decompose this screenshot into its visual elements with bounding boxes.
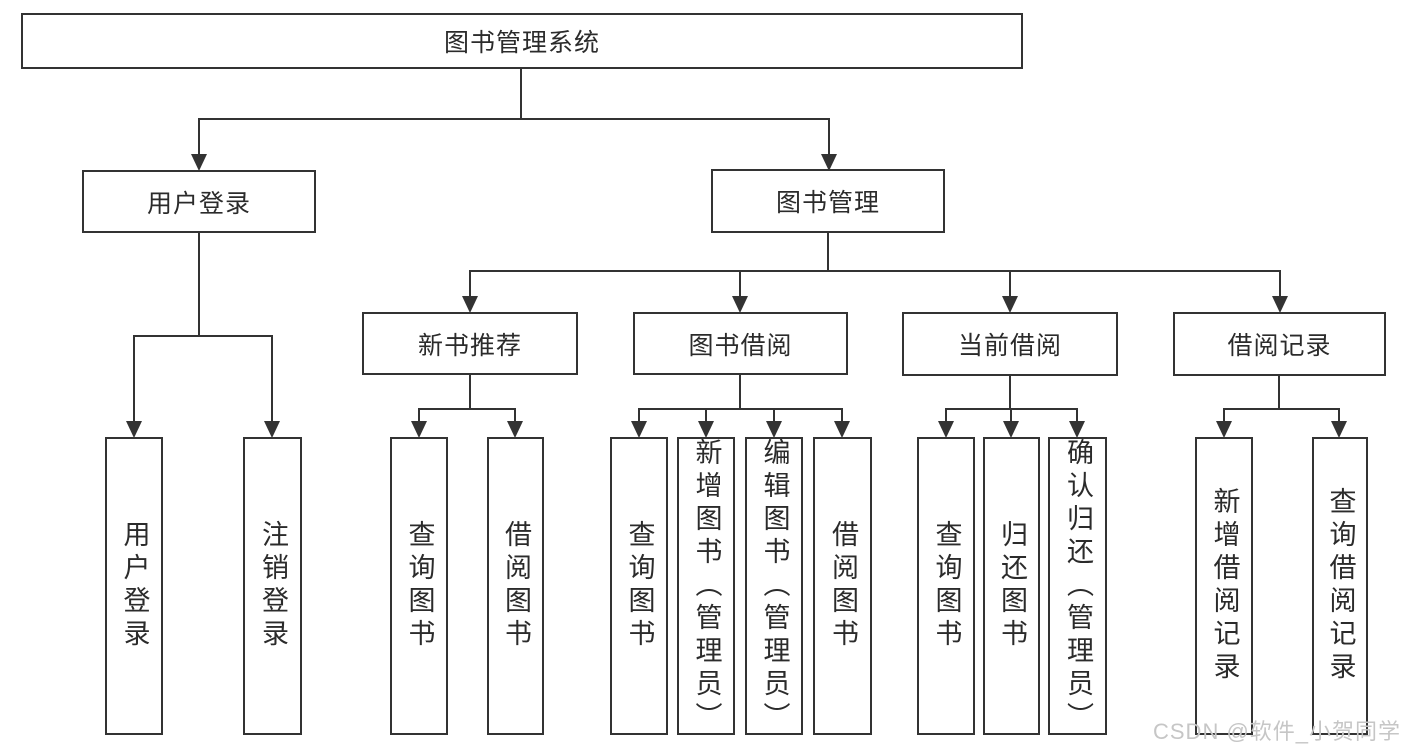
down-arrowhead (834, 421, 850, 438)
leaf-label: 借阅图书 (828, 520, 858, 652)
csdn-watermark: CSDN @软件_小贺同学 (1153, 719, 1402, 744)
leaf-label: 用户登录 (119, 520, 150, 652)
node-current-borrow: 当前借阅 (902, 312, 1118, 376)
connector-root-stem (520, 69, 522, 118)
connector-drop (773, 408, 775, 422)
down-arrowhead (191, 154, 207, 171)
connector-login-bar (133, 335, 273, 337)
leaf-label: 注销登录 (258, 520, 288, 652)
down-arrowhead (1069, 421, 1085, 438)
connector-drop (638, 408, 640, 422)
connector-drop (1009, 270, 1011, 297)
leaf-query-books-recommend: 查询图书 (390, 437, 448, 735)
connector-drop (469, 270, 471, 297)
leaf-query-books-borrow: 查询图书 (610, 437, 668, 735)
connector-drop (1223, 408, 1225, 422)
leaf-label: 确认归还（管理员） (1063, 437, 1093, 735)
connector-drop (1279, 270, 1281, 297)
connector-stem (739, 375, 741, 408)
down-arrowhead (938, 421, 954, 438)
connector-drop (1338, 408, 1340, 422)
down-arrowhead (264, 421, 280, 438)
connector-drop (945, 408, 947, 422)
down-arrowhead (126, 421, 142, 438)
down-arrowhead (462, 296, 478, 313)
connector-drop (198, 118, 200, 155)
leaf-label: 查询图书 (404, 520, 435, 652)
leaf-add-book-admin: 新增图书（管理员） (677, 437, 735, 735)
down-arrowhead (698, 421, 714, 438)
connector-drop (133, 335, 135, 422)
leaf-label: 查询图书 (624, 520, 655, 652)
node-root: 图书管理系统 (21, 13, 1023, 69)
node-borrow-records: 借阅记录 (1173, 312, 1386, 376)
leaf-label: 借阅图书 (501, 520, 531, 652)
node-new-book-recommend: 新书推荐 (362, 312, 578, 375)
connector-bar (638, 408, 843, 410)
connector-drop (514, 408, 516, 422)
down-arrowhead (1216, 421, 1232, 438)
down-arrowhead (631, 421, 647, 438)
down-arrowhead (732, 296, 748, 313)
leaf-add-borrow-record: 新增借阅记录 (1195, 437, 1253, 735)
connector-login-stem (198, 233, 200, 335)
connector-drop (841, 408, 843, 422)
connector-drop (705, 408, 707, 422)
leaf-confirm-return-admin: 确认归还（管理员） (1048, 437, 1107, 735)
connector-stem (469, 375, 471, 408)
down-arrowhead (411, 421, 427, 438)
leaf-label: 归还图书 (997, 520, 1027, 652)
down-arrowhead (1331, 421, 1347, 438)
connector-bar (418, 408, 516, 410)
leaf-user-login: 用户登录 (105, 437, 163, 735)
connector-stem (1009, 376, 1011, 408)
leaf-label: 新增借阅记录 (1209, 487, 1240, 685)
connector-drop (1010, 408, 1012, 422)
down-arrowhead (507, 421, 523, 438)
connector-stem (1278, 376, 1280, 408)
leaf-query-books-current: 查询图书 (917, 437, 975, 735)
connector-drop (418, 408, 420, 422)
node-book-borrow: 图书借阅 (633, 312, 848, 375)
connector-mgmt-stem (827, 233, 829, 270)
connector-bar (1223, 408, 1340, 410)
leaf-borrow-books-recommend: 借阅图书 (487, 437, 544, 735)
node-user-login: 用户登录 (82, 170, 316, 233)
down-arrowhead (766, 421, 782, 438)
leaf-borrow-books: 借阅图书 (813, 437, 872, 735)
leaf-return-book: 归还图书 (983, 437, 1040, 735)
down-arrowhead (1003, 421, 1019, 438)
leaf-label: 查询图书 (931, 520, 962, 652)
leaf-edit-book-admin: 编辑图书（管理员） (745, 437, 803, 735)
connector-drop (828, 118, 830, 155)
node-book-management: 图书管理 (711, 169, 945, 233)
down-arrowhead (1272, 296, 1288, 313)
connector-drop (1076, 408, 1078, 422)
connector-drop (739, 270, 741, 297)
connector-drop (271, 335, 273, 422)
down-arrowhead (1002, 296, 1018, 313)
leaf-query-borrow-record: 查询借阅记录 (1312, 437, 1368, 735)
leaf-label: 查询借阅记录 (1325, 487, 1356, 685)
down-arrowhead (821, 154, 837, 171)
leaf-label: 编辑图书（管理员） (759, 437, 790, 735)
connector-root-bar (198, 118, 830, 120)
connector-mgmt-bar (469, 270, 1281, 272)
leaf-label: 新增图书（管理员） (691, 437, 722, 735)
leaf-logout: 注销登录 (243, 437, 302, 735)
